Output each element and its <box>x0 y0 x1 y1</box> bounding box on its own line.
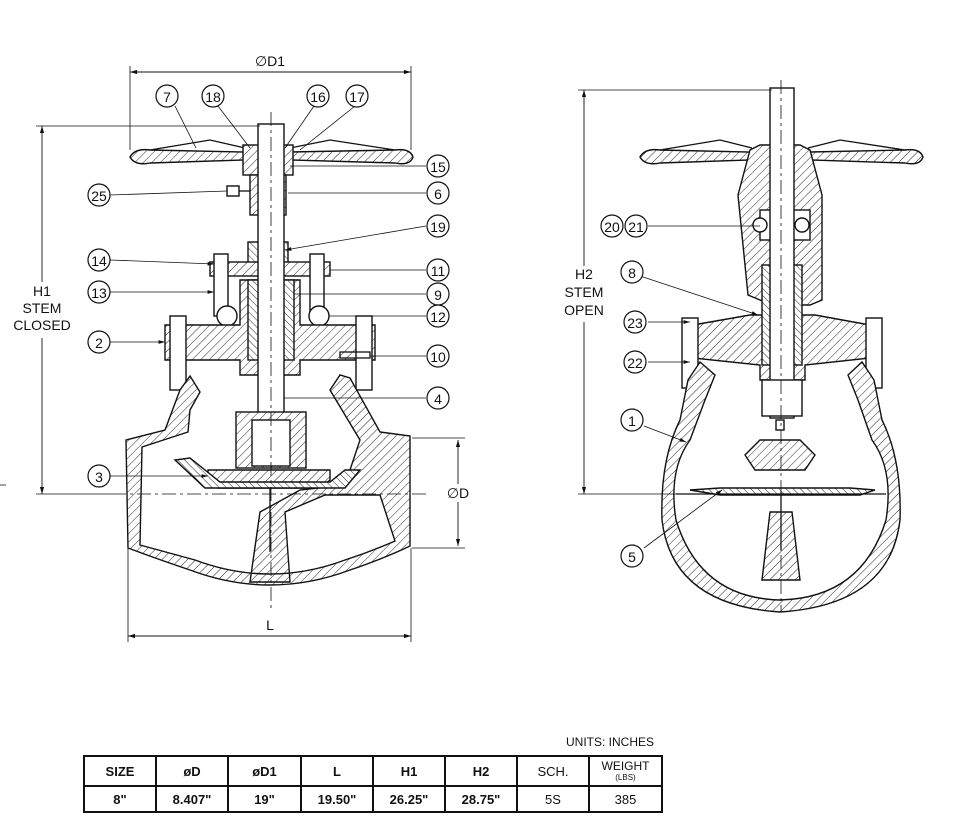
svg-text:23: 23 <box>627 315 643 331</box>
value-h1: 26.25" <box>372 785 446 813</box>
callout-18: 18 <box>201 84 225 108</box>
units-note: UNITS: INCHES <box>566 735 655 749</box>
callout-19: 19 <box>426 214 450 238</box>
value-d: 8.407" <box>155 785 229 813</box>
table-row: 8" 8.407" 19" 19.50" 26.25" 28.75" 5S 38… <box>83 785 663 813</box>
right-view: H2 STEM OPEN <box>552 80 924 613</box>
value-h2: 28.75" <box>444 785 518 813</box>
svg-text:21: 21 <box>628 219 644 235</box>
header-l: L <box>300 755 374 787</box>
header-weight: WEIGHT (LBS) <box>588 755 663 787</box>
h2-label-line3: OPEN <box>564 302 604 318</box>
callout-25: 25 <box>87 183 111 207</box>
svg-text:14: 14 <box>91 253 107 269</box>
callout-16: 16 <box>306 84 330 108</box>
h1-label-line1: H1 <box>33 283 51 299</box>
svg-text:17: 17 <box>349 89 365 105</box>
svg-text:12: 12 <box>430 309 446 325</box>
body-left <box>125 374 411 586</box>
svg-text:8: 8 <box>628 265 636 281</box>
valve-drawing: ∅D1 H1 STEM CLOSED ∅D L <box>0 53 924 642</box>
callout-15: 15 <box>426 154 450 178</box>
callout-21: 21 <box>624 214 648 238</box>
svg-text:16: 16 <box>310 89 326 105</box>
callout-2: 2 <box>87 330 111 354</box>
dimension-table: SIZE øD øD1 L H1 H2 SCH. WEIGHT (LBS) 8"… <box>83 755 663 813</box>
handwheel-left <box>129 148 246 165</box>
header-h1: H1 <box>372 755 446 787</box>
header-d: øD <box>155 755 229 787</box>
h2-label-line2: STEM <box>565 284 604 300</box>
callout-3: 3 <box>87 464 111 488</box>
svg-text:5: 5 <box>628 549 636 565</box>
svg-text:10: 10 <box>430 349 446 365</box>
value-l: 19.50" <box>300 785 374 813</box>
svg-text:3: 3 <box>95 469 103 485</box>
callout-14: 14 <box>87 248 111 272</box>
header-size: SIZE <box>83 755 157 787</box>
callout-1: 1 <box>620 408 644 432</box>
l-label: L <box>266 617 274 633</box>
stem-right <box>769 87 795 419</box>
d1-label: ∅D1 <box>255 53 285 69</box>
h2-label-line1: H2 <box>575 266 593 282</box>
svg-text:4: 4 <box>434 391 442 407</box>
header-sch: SCH. <box>516 755 590 787</box>
table-header-row: SIZE øD øD1 L H1 H2 SCH. WEIGHT (LBS) <box>83 755 663 787</box>
value-d1: 19" <box>227 785 302 813</box>
svg-text:11: 11 <box>431 263 446 279</box>
svg-text:19: 19 <box>430 219 446 235</box>
callout-20: 20 <box>600 214 624 238</box>
callout-6: 6 <box>426 181 450 205</box>
callout-4: 4 <box>426 386 450 410</box>
header-d1: øD1 <box>227 755 302 787</box>
svg-text:18: 18 <box>205 89 221 105</box>
h1-label-line2: STEM <box>23 300 62 316</box>
d-label: ∅D <box>447 485 469 501</box>
callout-9: 9 <box>426 282 450 306</box>
callout-5: 5 <box>620 544 644 568</box>
weight-unit: (LBS) <box>615 773 636 782</box>
svg-text:13: 13 <box>91 285 107 301</box>
value-size: 8" <box>83 785 157 813</box>
svg-text:22: 22 <box>627 355 643 371</box>
callout-11: 11 <box>426 258 450 282</box>
svg-text:25: 25 <box>91 188 107 204</box>
callout-23: 23 <box>623 310 647 334</box>
callout-10: 10 <box>426 344 450 368</box>
header-h2: H2 <box>444 755 518 787</box>
svg-text:1: 1 <box>628 413 636 429</box>
callout-7: 7 <box>155 84 179 108</box>
svg-text:6: 6 <box>434 186 442 202</box>
callout-12: 12 <box>426 304 450 328</box>
callout-17: 17 <box>345 84 369 108</box>
left-view: ∅D1 H1 STEM CLOSED ∅D L <box>0 53 474 642</box>
weight-label: WEIGHT <box>601 759 650 773</box>
callout-13: 13 <box>87 280 111 304</box>
callout-8: 8 <box>620 260 644 284</box>
svg-text:2: 2 <box>95 335 103 351</box>
svg-text:15: 15 <box>430 159 446 175</box>
svg-text:20: 20 <box>604 219 620 235</box>
body-right <box>661 360 901 613</box>
h1-label-line3: CLOSED <box>13 317 71 333</box>
value-weight: 385 <box>588 785 663 813</box>
svg-text:9: 9 <box>434 287 442 303</box>
value-sch: 5S <box>516 785 590 813</box>
callout-22: 22 <box>623 350 647 374</box>
svg-text:7: 7 <box>163 89 171 105</box>
